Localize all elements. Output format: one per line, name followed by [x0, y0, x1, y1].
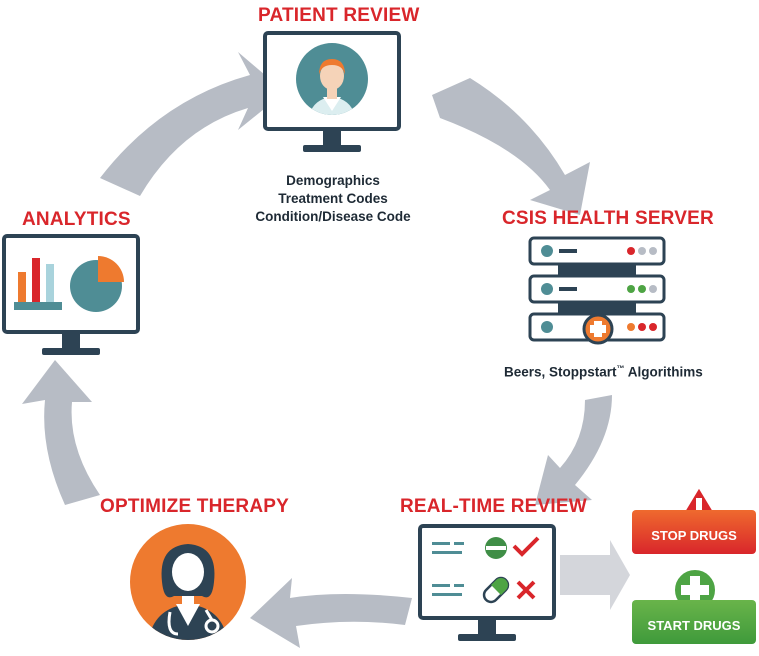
start-drugs-badge: START DRUGS: [632, 600, 756, 644]
analytics-monitor-icon: [2, 234, 140, 355]
patient-item-treatment-codes: Treatment Codes: [278, 191, 388, 206]
arrow-patient-to-server: [432, 78, 590, 215]
server-rack-icon: [528, 236, 666, 345]
patient-monitor-icon: [263, 31, 401, 152]
arrow-analytics-to-patient: [100, 52, 285, 196]
analytics-title: ANALYTICS: [22, 209, 131, 230]
arrow-optimize-to-analytics: [22, 360, 100, 505]
stop-drugs-label: STOP DRUGS: [651, 528, 737, 543]
stop-drugs-badge: STOP DRUGS: [632, 510, 756, 554]
patient-review-title: PATIENT REVIEW: [258, 5, 420, 26]
csis-server-title: CSIS HEALTH SERVER: [502, 208, 714, 229]
arrow-to-outcomes: [560, 540, 630, 610]
patient-item-demographics: Demographics: [286, 173, 380, 188]
real-time-review-title: REAL-TIME REVIEW: [400, 496, 587, 517]
start-drugs-label: START DRUGS: [647, 618, 741, 633]
review-monitor-icon: [418, 524, 556, 641]
csis-server-caption: Beers, Stoppstart™ Algorithims: [504, 364, 703, 380]
arrow-server-to-realtime: [535, 395, 612, 505]
doctor-icon: [130, 524, 246, 640]
optimize-therapy-title: OPTIMIZE THERAPY: [100, 496, 289, 517]
arrow-realtime-to-optimize: [250, 578, 412, 648]
patient-item-condition-code: Condition/Disease Code: [255, 209, 411, 224]
patient-review-items: Demographics Treatment Codes Condition/D…: [253, 172, 413, 226]
